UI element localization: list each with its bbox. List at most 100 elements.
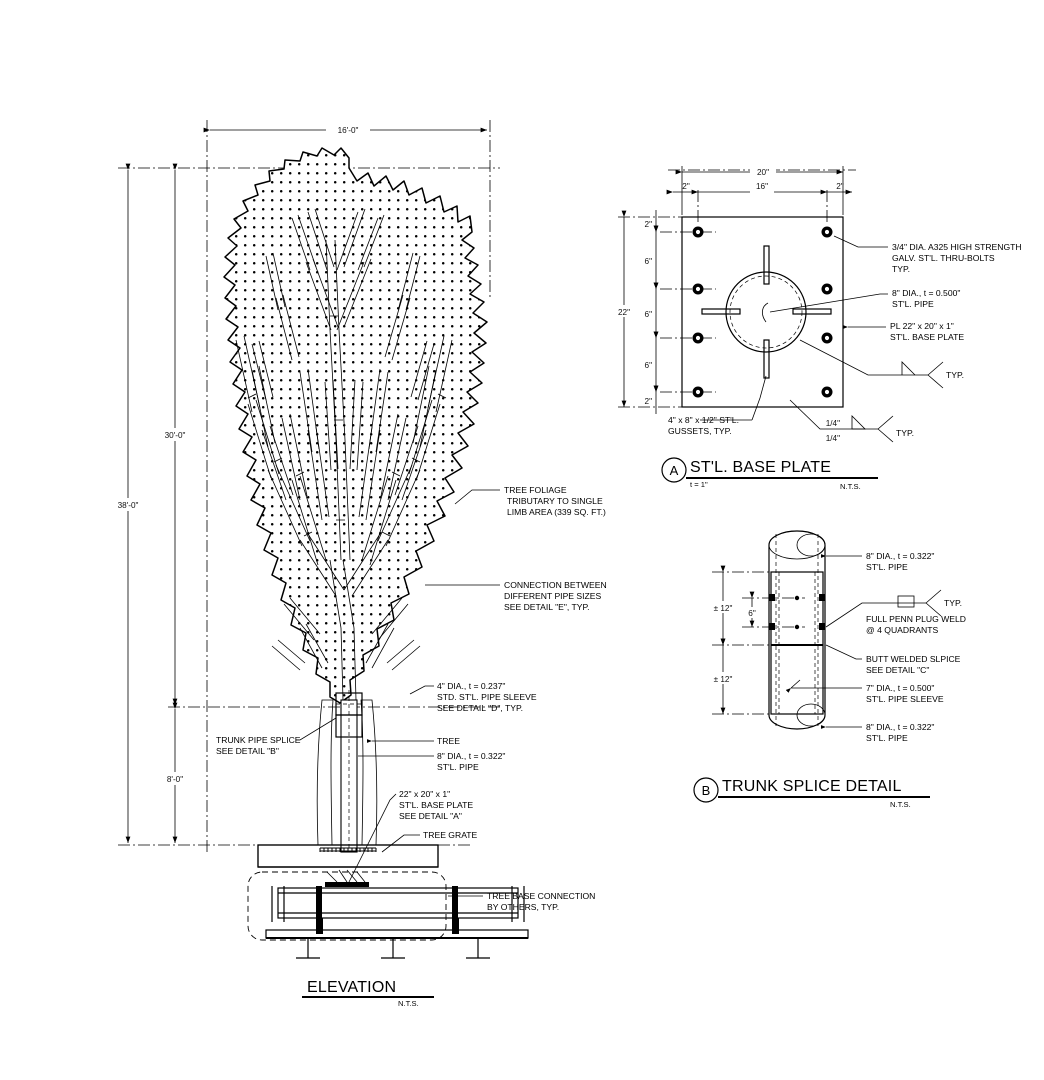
svg-text:BY OTHERS, TYP.: BY OTHERS, TYP. bbox=[487, 902, 559, 912]
weld-symbol-fillet-typ: TYP. bbox=[799, 339, 964, 389]
dim-lower-embed: ± 12" bbox=[714, 675, 733, 684]
base-plate-title: ST'L. BASE PLATE bbox=[690, 459, 831, 476]
base-plate-pipe bbox=[725, 271, 807, 353]
dim-plug-spacing: 6" bbox=[748, 609, 756, 618]
dim-edge-bottom: 2" bbox=[645, 397, 653, 406]
svg-text:ST'L. PIPE SLEEVE: ST'L. PIPE SLEEVE bbox=[866, 694, 944, 704]
elevation-title-block: ELEVATION N.T.S. bbox=[302, 979, 434, 1008]
svg-text:TRUNK PIPE SPLICE: TRUNK PIPE SPLICE bbox=[216, 735, 301, 745]
svg-text:8" DIA., t = 0.322": 8" DIA., t = 0.322" bbox=[866, 722, 934, 732]
base-plate-bubble: A bbox=[670, 463, 679, 478]
dim-canopy-height: 30'-0" bbox=[155, 163, 195, 705]
dim-canopy-width: 16'-0" bbox=[203, 123, 487, 135]
weld-size-bottom: 1/4" bbox=[826, 434, 840, 443]
callout-tree: TREE bbox=[437, 736, 460, 746]
dim-plate-bolt-gage: 2" 16" 2" bbox=[666, 182, 852, 196]
svg-text:22" x 20" x 1": 22" x 20" x 1" bbox=[399, 789, 450, 799]
svg-text:SEE DETAIL "C": SEE DETAIL "C" bbox=[866, 665, 929, 675]
svg-text:8" DIA., t = 0.500": 8" DIA., t = 0.500" bbox=[892, 288, 960, 298]
svg-text:GALV. ST'L. THRU-BOLTS: GALV. ST'L. THRU-BOLTS bbox=[892, 253, 995, 263]
dim-edge-left: 2" bbox=[682, 182, 690, 191]
svg-text:ST'L. BASE PLATE: ST'L. BASE PLATE bbox=[399, 800, 473, 810]
svg-text:8" DIA., t = 0.322": 8" DIA., t = 0.322" bbox=[866, 551, 934, 561]
base-plate-gussets bbox=[701, 245, 832, 379]
dim-edge-right: 2" bbox=[836, 182, 844, 191]
dim-space-1: 6" bbox=[645, 257, 653, 266]
tree-base-connection bbox=[247, 869, 529, 959]
splice-outer-pipe bbox=[768, 530, 826, 730]
base-plate-scale: N.T.S. bbox=[840, 482, 861, 491]
svg-text:4" x 8" x 1/2" ST'L.: 4" x 8" x 1/2" ST'L. bbox=[668, 415, 739, 425]
callout-base-connection: TREE BASE CONNECTION BY OTHERS, TYP. bbox=[487, 891, 595, 912]
svg-text:TRIBUTARY TO SINGLE: TRIBUTARY TO SINGLE bbox=[507, 496, 603, 506]
splice-dimensions: ± 12" 6" ± 12" bbox=[706, 565, 763, 714]
dim-canopy-width-label: 16'-0" bbox=[338, 126, 359, 135]
splice-scale: N.T.S. bbox=[890, 800, 911, 809]
svg-text:PL 22" x 20" x 1": PL 22" x 20" x 1" bbox=[890, 321, 954, 331]
callout-splice-sleeve: 7" DIA., t = 0.500" ST'L. PIPE SLEEVE bbox=[866, 683, 944, 704]
callout-gussets: 4" x 8" x 1/2" ST'L. GUSSETS, TYP. bbox=[668, 415, 739, 436]
svg-text:ST'L. PIPE: ST'L. PIPE bbox=[866, 562, 908, 572]
callout-thru-bolts: 3/4" DIA. A325 HIGH STRENGTH GALV. ST'L.… bbox=[892, 242, 1022, 274]
splice-callouts: 8" DIA., t = 0.322" ST'L. PIPE TYP. FULL… bbox=[791, 551, 966, 743]
base-plate-bolts bbox=[692, 226, 833, 398]
weld-typ-label-1: TYP. bbox=[946, 370, 964, 380]
svg-text:STD. ST'L. PIPE SLEEVE: STD. ST'L. PIPE SLEEVE bbox=[437, 692, 537, 702]
svg-text:3/4" DIA. A325 HIGH STRENGTH: 3/4" DIA. A325 HIGH STRENGTH bbox=[892, 242, 1022, 252]
svg-text:TYP.: TYP. bbox=[892, 264, 910, 274]
callout-plug-weld: FULL PENN PLUG WELD @ 4 QUADRANTS bbox=[866, 614, 966, 635]
splice-title: TRUNK SPLICE DETAIL bbox=[722, 778, 902, 795]
svg-text:4" DIA., t = 0.237": 4" DIA., t = 0.237" bbox=[437, 681, 505, 691]
splice-inner-sleeve bbox=[712, 571, 825, 715]
splice-weld-typ: TYP. bbox=[944, 598, 962, 608]
svg-text:8" DIA., t = 0.322": 8" DIA., t = 0.322" bbox=[437, 751, 505, 761]
dim-edge-top: 2" bbox=[645, 220, 653, 229]
svg-text:SEE DETAIL "E", TYP.: SEE DETAIL "E", TYP. bbox=[504, 602, 590, 612]
callout-tree-grate: TREE GRATE bbox=[423, 830, 478, 840]
svg-text:CONNECTION BETWEEN: CONNECTION BETWEEN bbox=[504, 580, 607, 590]
callout-foliage: TREE FOLIAGE TRIBUTARY TO SINGLE LIMB AR… bbox=[504, 485, 606, 517]
dim-plate-height-label: 22" bbox=[618, 308, 630, 317]
callout-splice: TRUNK PIPE SPLICE SEE DETAIL "B" bbox=[216, 735, 301, 756]
dim-plate-height: 22" bbox=[612, 210, 638, 407]
base-plate-title-block: A ST'L. BASE PLATE t = 1" N.T.S. bbox=[661, 457, 878, 491]
dim-space-2: 6" bbox=[645, 310, 653, 319]
dim-trunk-height: 8'-0" bbox=[156, 702, 194, 843]
dim-space-3: 6" bbox=[645, 361, 653, 370]
svg-text:LIMB AREA (339 SQ. FT.): LIMB AREA (339 SQ. FT.) bbox=[507, 507, 606, 517]
dim-trunk-height-label: 8'-0" bbox=[167, 775, 183, 784]
svg-text:ST'L. PIPE: ST'L. PIPE bbox=[866, 733, 908, 743]
elevation-title: ELEVATION bbox=[307, 979, 396, 996]
weld-symbol-fillet-quarter: 1/4" 1/4" TYP. bbox=[789, 399, 914, 443]
svg-text:7" DIA., t = 0.500": 7" DIA., t = 0.500" bbox=[866, 683, 934, 693]
callout-sleeve: 4" DIA., t = 0.237" STD. ST'L. PIPE SLEE… bbox=[437, 681, 537, 713]
tree-foliage bbox=[223, 147, 488, 704]
dim-overall-height: 38'-0" bbox=[108, 163, 148, 843]
dim-canopy-height-label: 30'-0" bbox=[165, 431, 186, 440]
splice-bubble: B bbox=[702, 783, 711, 798]
dim-plate-bolt-spacing: 2" 6" 6" 6" 2" bbox=[645, 210, 659, 414]
base-plate-detail: 20" 2" 16" 2" 22" 2" 6" 6" bbox=[612, 165, 1022, 491]
tree-grate bbox=[257, 844, 439, 868]
base-plate-body bbox=[681, 216, 844, 408]
callout-splice-pipe-top: 8" DIA., t = 0.322" ST'L. PIPE bbox=[866, 551, 934, 572]
svg-text:TREE BASE CONNECTION: TREE BASE CONNECTION bbox=[487, 891, 595, 901]
base-plate-callouts: 3/4" DIA. A325 HIGH STRENGTH GALV. ST'L.… bbox=[668, 235, 1022, 436]
elevation-scale: N.T.S. bbox=[398, 999, 419, 1008]
callout-trunk-pipe: 8" DIA., t = 0.322" ST'L. PIPE bbox=[437, 751, 505, 772]
dim-plate-width: 20" bbox=[675, 165, 844, 215]
elevation-callouts: TREE FOLIAGE TRIBUTARY TO SINGLE LIMB AR… bbox=[216, 485, 607, 912]
dim-bolt-gage: 16" bbox=[756, 182, 768, 191]
svg-text:ST'L. PIPE: ST'L. PIPE bbox=[892, 299, 934, 309]
svg-text:ST'L. PIPE: ST'L. PIPE bbox=[437, 762, 479, 772]
svg-text:ST'L. BASE PLATE: ST'L. BASE PLATE bbox=[890, 332, 964, 342]
svg-text:@ 4 QUADRANTS: @ 4 QUADRANTS bbox=[866, 625, 939, 635]
svg-text:SEE DETAIL "D", TYP.: SEE DETAIL "D", TYP. bbox=[437, 703, 523, 713]
tree-branches bbox=[235, 208, 453, 701]
dim-overall-height-label: 38'-0" bbox=[118, 501, 139, 510]
dim-plate-width-label: 20" bbox=[757, 168, 769, 177]
svg-text:SEE DETAIL "A": SEE DETAIL "A" bbox=[399, 811, 462, 821]
